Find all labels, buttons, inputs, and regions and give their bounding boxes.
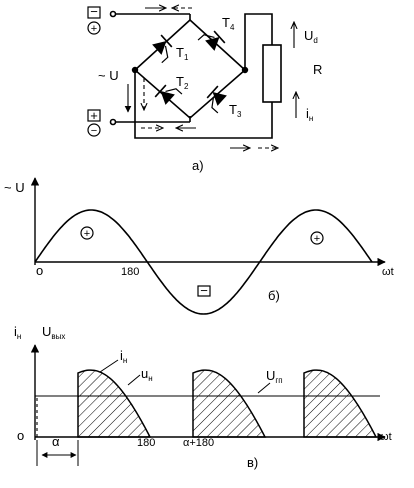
thyristor-t1 [152, 34, 173, 64]
current-y-label: iн [14, 324, 21, 341]
top-terminal [109, 10, 117, 18]
t4-label: T4 [222, 15, 235, 32]
load-resistor [262, 44, 282, 103]
current-plot: iн Uвых iн uн Uгп ωt o α 180 α+180 в) [14, 324, 392, 470]
voltage-origin: o [36, 263, 43, 278]
t1-label: T1 [176, 45, 189, 62]
load-top-wire [244, 13, 273, 70]
bridge-circuit [109, 10, 282, 139]
load-bottom-wire [134, 70, 273, 139]
voltage-y-label: ~ U [4, 180, 25, 195]
current-origin: o [17, 428, 24, 443]
mean-line-label: Uгп [266, 368, 283, 385]
current-pulse-3 [303, 369, 378, 438]
t3-label: T3 [229, 102, 242, 119]
thyristor-t2 [154, 84, 183, 105]
current-x-label: ωt [380, 431, 392, 443]
caption-b: б) [268, 288, 280, 303]
sine-wave [34, 209, 373, 315]
load-current-label: iн [306, 106, 313, 123]
current-tick-180: 180 [137, 437, 155, 449]
voltage-plot: ~ U ωt o 180 + + − б) [4, 177, 394, 315]
bottom-sign-2: − [91, 125, 97, 137]
output-voltage-y-label: Uвых [42, 324, 65, 341]
caption-a: а) [192, 158, 204, 173]
current-arrows [124, 8, 296, 148]
thyristor-t3 [206, 85, 227, 114]
voltage-tick-180: 180 [121, 266, 139, 278]
output-voltage-label: Ud [304, 28, 318, 45]
caption-c: в) [247, 455, 258, 470]
positive-half-sign-2: + [314, 233, 320, 245]
current-pulses [77, 369, 378, 438]
t2-label: T2 [176, 74, 189, 91]
load-label: R [313, 62, 322, 77]
current-tick-alpha-180: α+180 [183, 437, 214, 449]
terminal-signs: − + + − [87, 4, 101, 137]
current-pulse-2 [192, 369, 267, 438]
negative-half-sign: − [200, 283, 208, 298]
current-pulse-1 [77, 369, 152, 438]
voltage-x-label: ωt [382, 266, 394, 278]
positive-half-sign-1: + [84, 228, 90, 240]
curve-u-label: uн [141, 366, 153, 383]
top-sign-1: − [90, 4, 98, 19]
ac-source-label: ~ U [98, 68, 119, 83]
bottom-sign-1: + [90, 108, 98, 123]
top-sign-2: + [91, 23, 97, 35]
bridge-diamond [133, 19, 247, 120]
curve-i-label: iн [120, 348, 127, 365]
alpha-label: α [52, 434, 60, 449]
thyristor-t4 [197, 30, 226, 51]
bottom-terminal [109, 118, 117, 126]
